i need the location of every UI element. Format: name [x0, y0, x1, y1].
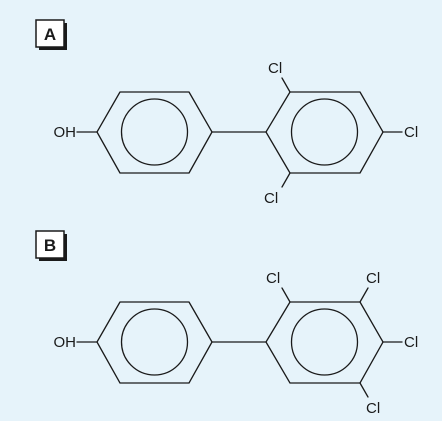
- panel-b: B OH Cl Cl Cl Cl: [35, 230, 419, 417]
- panel-a-label-box: A: [35, 19, 67, 50]
- panel-a-label: A: [44, 25, 56, 44]
- panel-a-cl-bond-3: [281, 172, 291, 188]
- panel-a-cl-label-3: Cl: [264, 190, 278, 207]
- panel-a-cl-label-2: Cl: [404, 124, 418, 141]
- panel-b-cl-label-1: Cl: [266, 270, 280, 287]
- panel-b-label: B: [44, 236, 56, 255]
- panel-a-cl-bond-1: [281, 77, 291, 93]
- panel-b-cl-label-3: Cl: [404, 334, 418, 351]
- panel-a-molecule: OH Cl Cl Cl: [54, 60, 419, 207]
- panel-a-ring-2-aromatic: [290, 98, 359, 166]
- panel-b-cl-bond-4: [359, 382, 369, 398]
- panel-a-oh-label: OH: [54, 124, 77, 141]
- panel-b-oh-label: OH: [54, 334, 77, 351]
- panel-b-label-box: B: [35, 230, 67, 261]
- panel-b-cl-label-2: Cl: [366, 270, 380, 287]
- panel-b-ring-1-aromatic: [120, 308, 189, 376]
- panel-b-cl-label-4: Cl: [366, 400, 380, 417]
- panel-b-molecule: OH Cl Cl Cl Cl: [54, 270, 419, 417]
- panel-b-ring-2-aromatic: [290, 308, 359, 376]
- panel-a-cl-label-1: Cl: [268, 60, 282, 77]
- panel-a: A OH Cl Cl Cl: [35, 19, 419, 207]
- panel-a-ring-1-aromatic: [120, 98, 189, 166]
- panel-b-cl-bond-2: [359, 287, 369, 303]
- panel-b-cl-bond-1: [281, 287, 291, 303]
